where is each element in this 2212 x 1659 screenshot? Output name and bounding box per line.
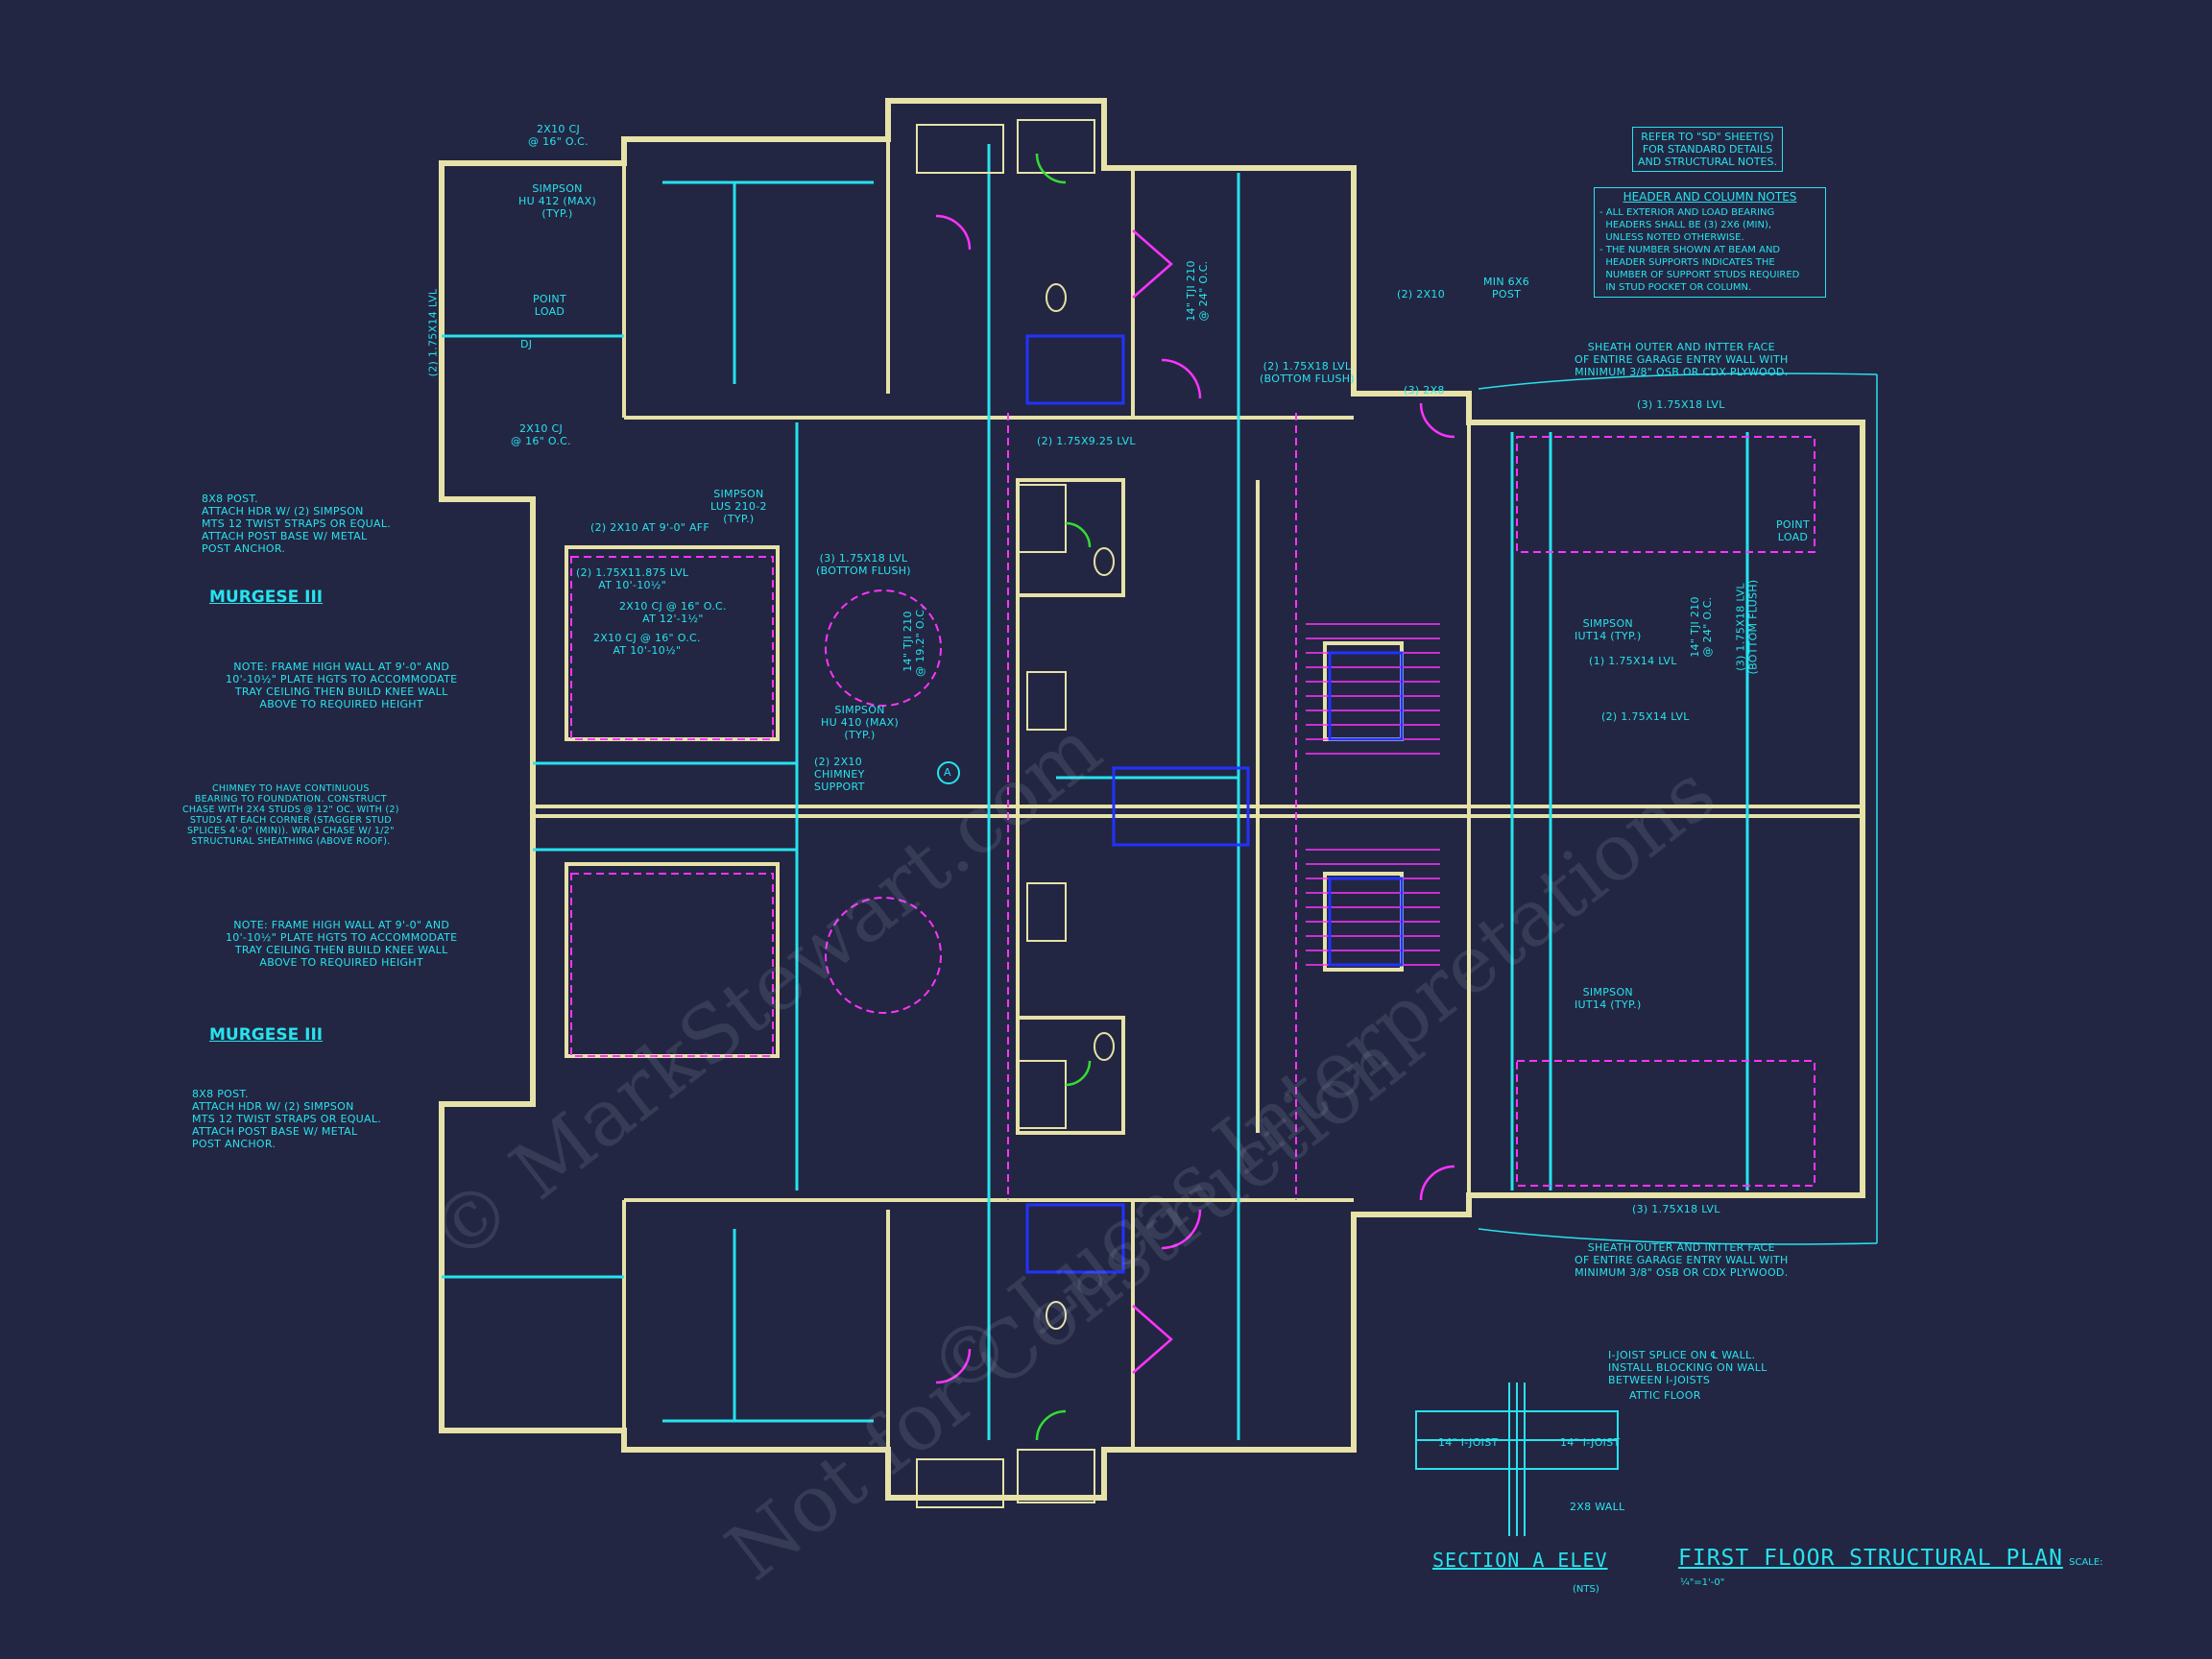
sheath-note-top: SHEATH OUTER AND INTTER FACE OF ENTIRE G…	[1575, 341, 1789, 378]
scale-value: ¼"=1'-0"	[1680, 1577, 1725, 1588]
garage-outline	[1478, 373, 1878, 1245]
aff-top: (2) 2x10 AT 9'-0" AFF	[590, 521, 710, 534]
beam-lines	[442, 144, 1749, 1440]
tji-top: 14" TJI 210 @ 19.2" O.C.	[902, 605, 927, 678]
header-notes-body: - ALL EXTERIOR AND LOAD BEARING HEADERS …	[1599, 207, 1800, 293]
drawing-title: FIRST FLOOR STRUCTURAL PLAN	[1678, 1546, 2063, 1571]
lvl-14-right-2: (2) 1.75x14 LVL	[1601, 710, 1690, 723]
cj-top-callout: 2x10 CJ @ 16" O.C.	[528, 123, 589, 148]
fixtures	[916, 119, 1115, 1508]
lvl-14-right: (1) 1.75x14 LVL	[1589, 655, 1677, 667]
sheath-note-bottom: SHEATH OUTER AND INTTER FACE OF ENTIRE G…	[1575, 1241, 1789, 1279]
simpson-hu410: SIMPSON HU 410 (MAX) (TYP.)	[821, 704, 900, 741]
refer-sd-text: REFER TO "SD" SHEET(S) FOR STANDARD DETA…	[1638, 131, 1777, 168]
grid-bubble	[937, 761, 960, 784]
doors	[935, 214, 1455, 1384]
lvl-925-label: (2) 1.75x9.25 LVL	[1037, 435, 1136, 447]
scale-label: SCALE:	[2069, 1557, 2104, 1568]
post-note-top: 8x8 POST. ATTACH HDR w/ (2) SIMPSON MTS …	[202, 493, 392, 555]
cj-mid-top: 2x10 CJ @ 16" O.C.	[511, 422, 571, 447]
tji-garage: 14" TJI 210 @ 24" O.C.	[1688, 596, 1714, 658]
refer-sd-box: REFER TO "SD" SHEET(S) FOR STANDARD DETA…	[1632, 127, 1783, 172]
min-post-top: MIN 6x6 POST	[1483, 276, 1530, 301]
lvl-18-garage-top: (3) 1.75x18 LVL	[1637, 398, 1725, 411]
cj-tray-top-2: 2x10 CJ @ 16" O.C. AT 10'-10½"	[593, 632, 701, 657]
frame-note-bottom: NOTE: FRAME HIGH WALL AT 9'-0" AND 10'-1…	[226, 919, 458, 969]
unit-name-top: MURGESE III	[209, 588, 324, 607]
lvl-bottom-flush-right: (2) 1.75x18 LVL (BOTTOM FLUSH)	[1260, 360, 1355, 385]
post-note-bottom: 8x8 POST. ATTACH HDR w/ (2) SIMPSON MTS …	[192, 1088, 382, 1150]
simpson-hu412-top: SIMPSON HU 412 (MAX) (TYP.)	[518, 182, 597, 220]
ijoist-left-label: 14" I-JOIST	[1438, 1436, 1499, 1449]
interior-walls	[533, 139, 1863, 1498]
lvl-garage: (3) 1.75x18 LVL (BOTTOM FLUSH)	[1734, 579, 1760, 675]
two-2x10-top: (2) 2x10	[1397, 288, 1446, 301]
dj-top: DJ	[520, 338, 533, 350]
header-notes-title: HEADER AND COLUMN NOTES	[1623, 190, 1797, 204]
dashed-joists	[570, 413, 1815, 1200]
wall-2x8-label: 2x8 WALL	[1570, 1501, 1625, 1513]
section-title: SECTION A ELEV	[1432, 1549, 1608, 1572]
header-column-notes-box: HEADER AND COLUMN NOTES - ALL EXTERIOR A…	[1594, 187, 1826, 298]
simpson-iut14-top: SIMPSON IUT14 (TYP.)	[1575, 617, 1642, 642]
point-load-garage: POINT LOAD	[1776, 518, 1810, 543]
attic-floor-label: ATTIC FLOOR	[1629, 1389, 1701, 1402]
exterior-walls	[439, 98, 1865, 1501]
chimney-note: CHIMNEY TO HAVE CONTINUOUS BEARING TO FO…	[182, 783, 399, 847]
lvl-vertical-label: (2) 1.75x14 LVL	[426, 288, 440, 377]
chimney-support: (2) 2x10 CHIMNEY SUPPORT	[814, 756, 865, 793]
ijoist-right-label: 14" I-JOIST	[1560, 1436, 1621, 1449]
section-detail	[1415, 1382, 1619, 1536]
simpson-lus-top: SIMPSON LUS 210-2 (TYP.)	[710, 488, 767, 525]
blue-cabinets	[1025, 334, 1404, 1274]
frame-note-top: NOTE: FRAME HIGH WALL AT 9'-0" AND 10'-1…	[226, 661, 458, 710]
section-scale: (NTS)	[1573, 1584, 1599, 1595]
point-load-top: POINT LOAD	[533, 293, 566, 318]
grid-bubble-label: A	[944, 766, 951, 779]
lvl-18-garage-bottom: (3) 1.75x18 LVL	[1632, 1203, 1720, 1215]
tji-right: 14" TJI 210 @ 24" O.C.	[1184, 260, 1210, 322]
three-2x8-top: (3) 2x8	[1404, 384, 1445, 397]
unit-name-bottom: MURGESE III	[209, 1025, 324, 1045]
lvl-11875-top: (2) 1.75x11.875 LVL AT 10'-10½"	[576, 566, 689, 591]
simpson-iut14-bottom: SIMPSON IUT14 (TYP.)	[1575, 986, 1642, 1011]
cj-tray-top: 2x10 CJ @ 16" O.C. AT 12'-1½"	[619, 600, 727, 625]
joist-splice-note: I-JOIST SPLICE ON ℄ WALL. INSTALL BLOCKI…	[1608, 1349, 1767, 1386]
green-door-swings	[1035, 153, 1092, 1441]
lvl-18-bottom-flush: (3) 1.75x18 LVL (BOTTOM FLUSH)	[816, 552, 911, 577]
